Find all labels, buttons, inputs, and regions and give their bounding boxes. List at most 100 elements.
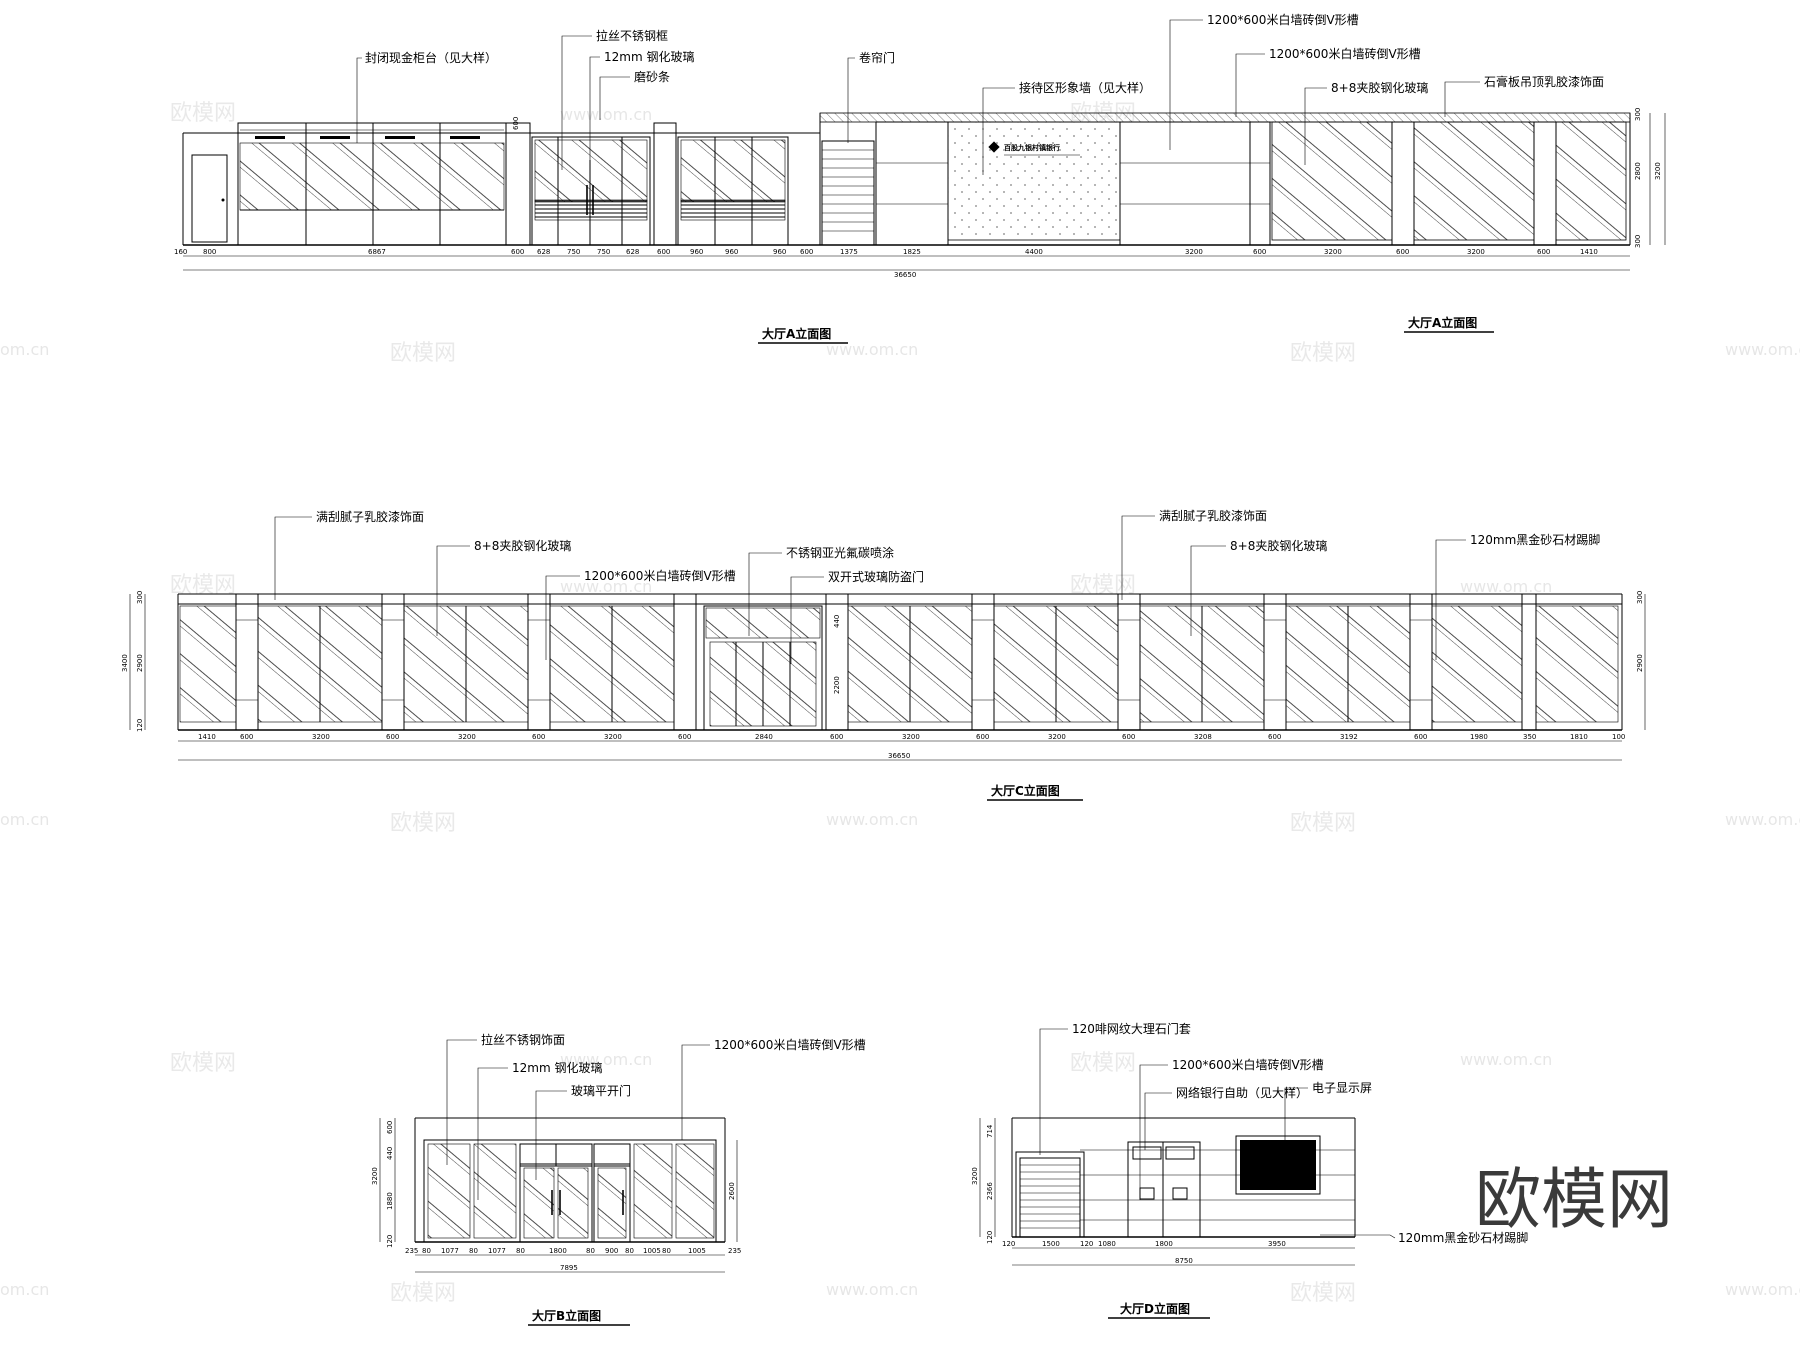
svg-text:3200: 3200 [971,1167,979,1185]
svg-text:235: 235 [405,1247,418,1255]
elevation-c-title: 大厅C立面图 [991,783,1060,798]
svg-text:160: 160 [174,248,187,256]
svg-text:600: 600 [657,248,670,256]
watermark-url: www.om.cn [826,340,918,359]
label-glass12: 12mm 钢化玻璃 [512,1061,602,1075]
svg-text:80: 80 [469,1247,478,1255]
svg-text:4400: 4400 [1025,248,1043,256]
svg-text:120: 120 [986,1231,994,1244]
label-skirting: 120mm黑金砂石材踢脚 [1470,532,1600,547]
label-marble: 120啡网纹大理石门套 [1072,1021,1191,1036]
svg-text:900: 900 [605,1247,618,1255]
svg-text:120: 120 [386,1235,394,1248]
label-double-door: 双开式玻璃防盗门 [828,569,924,584]
svg-text:3200: 3200 [604,733,622,741]
svg-text:80: 80 [662,1247,671,1255]
watermark-brand: 欧模网 [1290,811,1356,836]
svg-text:80: 80 [586,1247,595,1255]
watermark-url: om.cn [0,810,49,829]
frosted-strip [534,199,648,221]
svg-text:1005: 1005 [688,1247,706,1255]
svg-text:600: 600 [240,733,253,741]
label-screen: 电子显示屏 [1312,1081,1372,1095]
svg-text:1810: 1810 [1570,733,1588,741]
svg-text:600: 600 [1396,248,1409,256]
label-tile: 1200*600米白墙砖倒V形槽 [714,1037,866,1052]
label-glass88-right: 8+8夹胶钢化玻璃 [1230,538,1327,553]
label-putty-right: 满刮腻子乳胶漆饰面 [1159,508,1267,523]
bank-logo-text: 百股九银村镇银行 [1004,143,1060,152]
svg-text:960: 960 [725,248,738,256]
svg-text:120: 120 [1080,1240,1093,1248]
watermark-layer: 欧模网 欧模网 www.om.cn om.cn 欧模网 www.om.cn 欧模… [0,101,1800,1306]
svg-text:628: 628 [626,248,639,256]
svg-text:440: 440 [833,615,841,628]
elevation-b-title: 大厅B立面图 [532,1308,601,1323]
watermark-brand: 欧模网 [390,341,456,366]
glass-panel [633,1143,673,1239]
label-reception: 接待区形象墙（见大样） [1019,80,1151,95]
svg-text:1800: 1800 [549,1247,567,1255]
label-steel-frame: 拉丝不锈钢框 [596,28,668,43]
label-tile: 1200*600米白墙砖倒V形槽 [584,568,736,583]
label-tile-1: 1200*600米白墙砖倒V形槽 [1207,12,1359,27]
label-steel: 拉丝不锈钢饰面 [481,1032,565,1047]
watermark-url: www.om.cn [826,1280,918,1299]
svg-text:36650: 36650 [894,271,916,279]
svg-text:2900: 2900 [1636,654,1644,672]
svg-text:120: 120 [136,719,144,732]
svg-text:36650: 36650 [888,752,910,760]
watermark-url: www.om.cn [560,1050,652,1069]
svg-text:440: 440 [386,1147,394,1160]
svg-text:80: 80 [422,1247,431,1255]
electronic-display-screen [1240,1140,1316,1190]
label-putty-left: 满刮腻子乳胶漆饰面 [316,509,424,524]
elevation-a-title-right: 大厅A立面图 [1408,315,1477,330]
svg-text:750: 750 [597,248,610,256]
glass-panel [473,1143,517,1239]
svg-text:1077: 1077 [488,1247,506,1255]
watermark-brand: 欧模网 [390,811,456,836]
watermark-url: om.cn [0,1280,49,1299]
svg-text:300: 300 [1634,235,1642,248]
watermark-url: www.om.cn [826,810,918,829]
svg-text:3200: 3200 [1185,248,1203,256]
svg-text:3400: 3400 [121,654,129,672]
svg-text:2600: 2600 [728,1182,736,1200]
glass-panel [427,1143,471,1239]
atm-self-service [1127,1141,1201,1238]
rolling-shutter [821,140,875,246]
svg-text:1980: 1980 [1470,733,1488,741]
watermark-brand: 欧模网 [170,1051,236,1076]
watermark-brand: 欧模网 [390,1281,456,1306]
svg-text:1080: 1080 [1098,1240,1116,1248]
svg-text:600: 600 [1268,733,1281,741]
svg-text:600: 600 [1414,733,1427,741]
glass-panel [1535,605,1619,723]
svg-text:3208: 3208 [1194,733,1212,741]
svg-text:6867: 6867 [368,248,386,256]
entrance-glass [534,139,648,203]
label-skirting: 120mm黑金砂石材踢脚 [1398,1230,1528,1245]
elevation-c: 1410 600 3200 600 3200 600 3200 600 2840… [121,508,1646,801]
svg-text:600: 600 [1537,248,1550,256]
svg-text:960: 960 [773,248,786,256]
svg-text:800: 800 [203,248,216,256]
svg-text:2366: 2366 [986,1182,994,1200]
watermark-url: www.om.cn [1725,340,1800,359]
label-tile-2: 1200*600米白墙砖倒V形槽 [1269,46,1421,61]
svg-text:600: 600 [511,248,524,256]
svg-text:714: 714 [986,1124,994,1138]
svg-text:600: 600 [830,733,843,741]
label-shutter: 卷帘门 [859,50,895,65]
svg-text:1410: 1410 [198,733,216,741]
counter-glass [239,142,505,211]
svg-text:7895: 7895 [560,1264,578,1272]
svg-text:600: 600 [532,733,545,741]
glass-swing-door [519,1163,593,1243]
watermark-brand: 欧模网 [170,101,236,126]
svg-text:600: 600 [976,733,989,741]
watermark-url: www.om.cn [560,105,652,124]
svg-text:3200: 3200 [1654,162,1662,180]
